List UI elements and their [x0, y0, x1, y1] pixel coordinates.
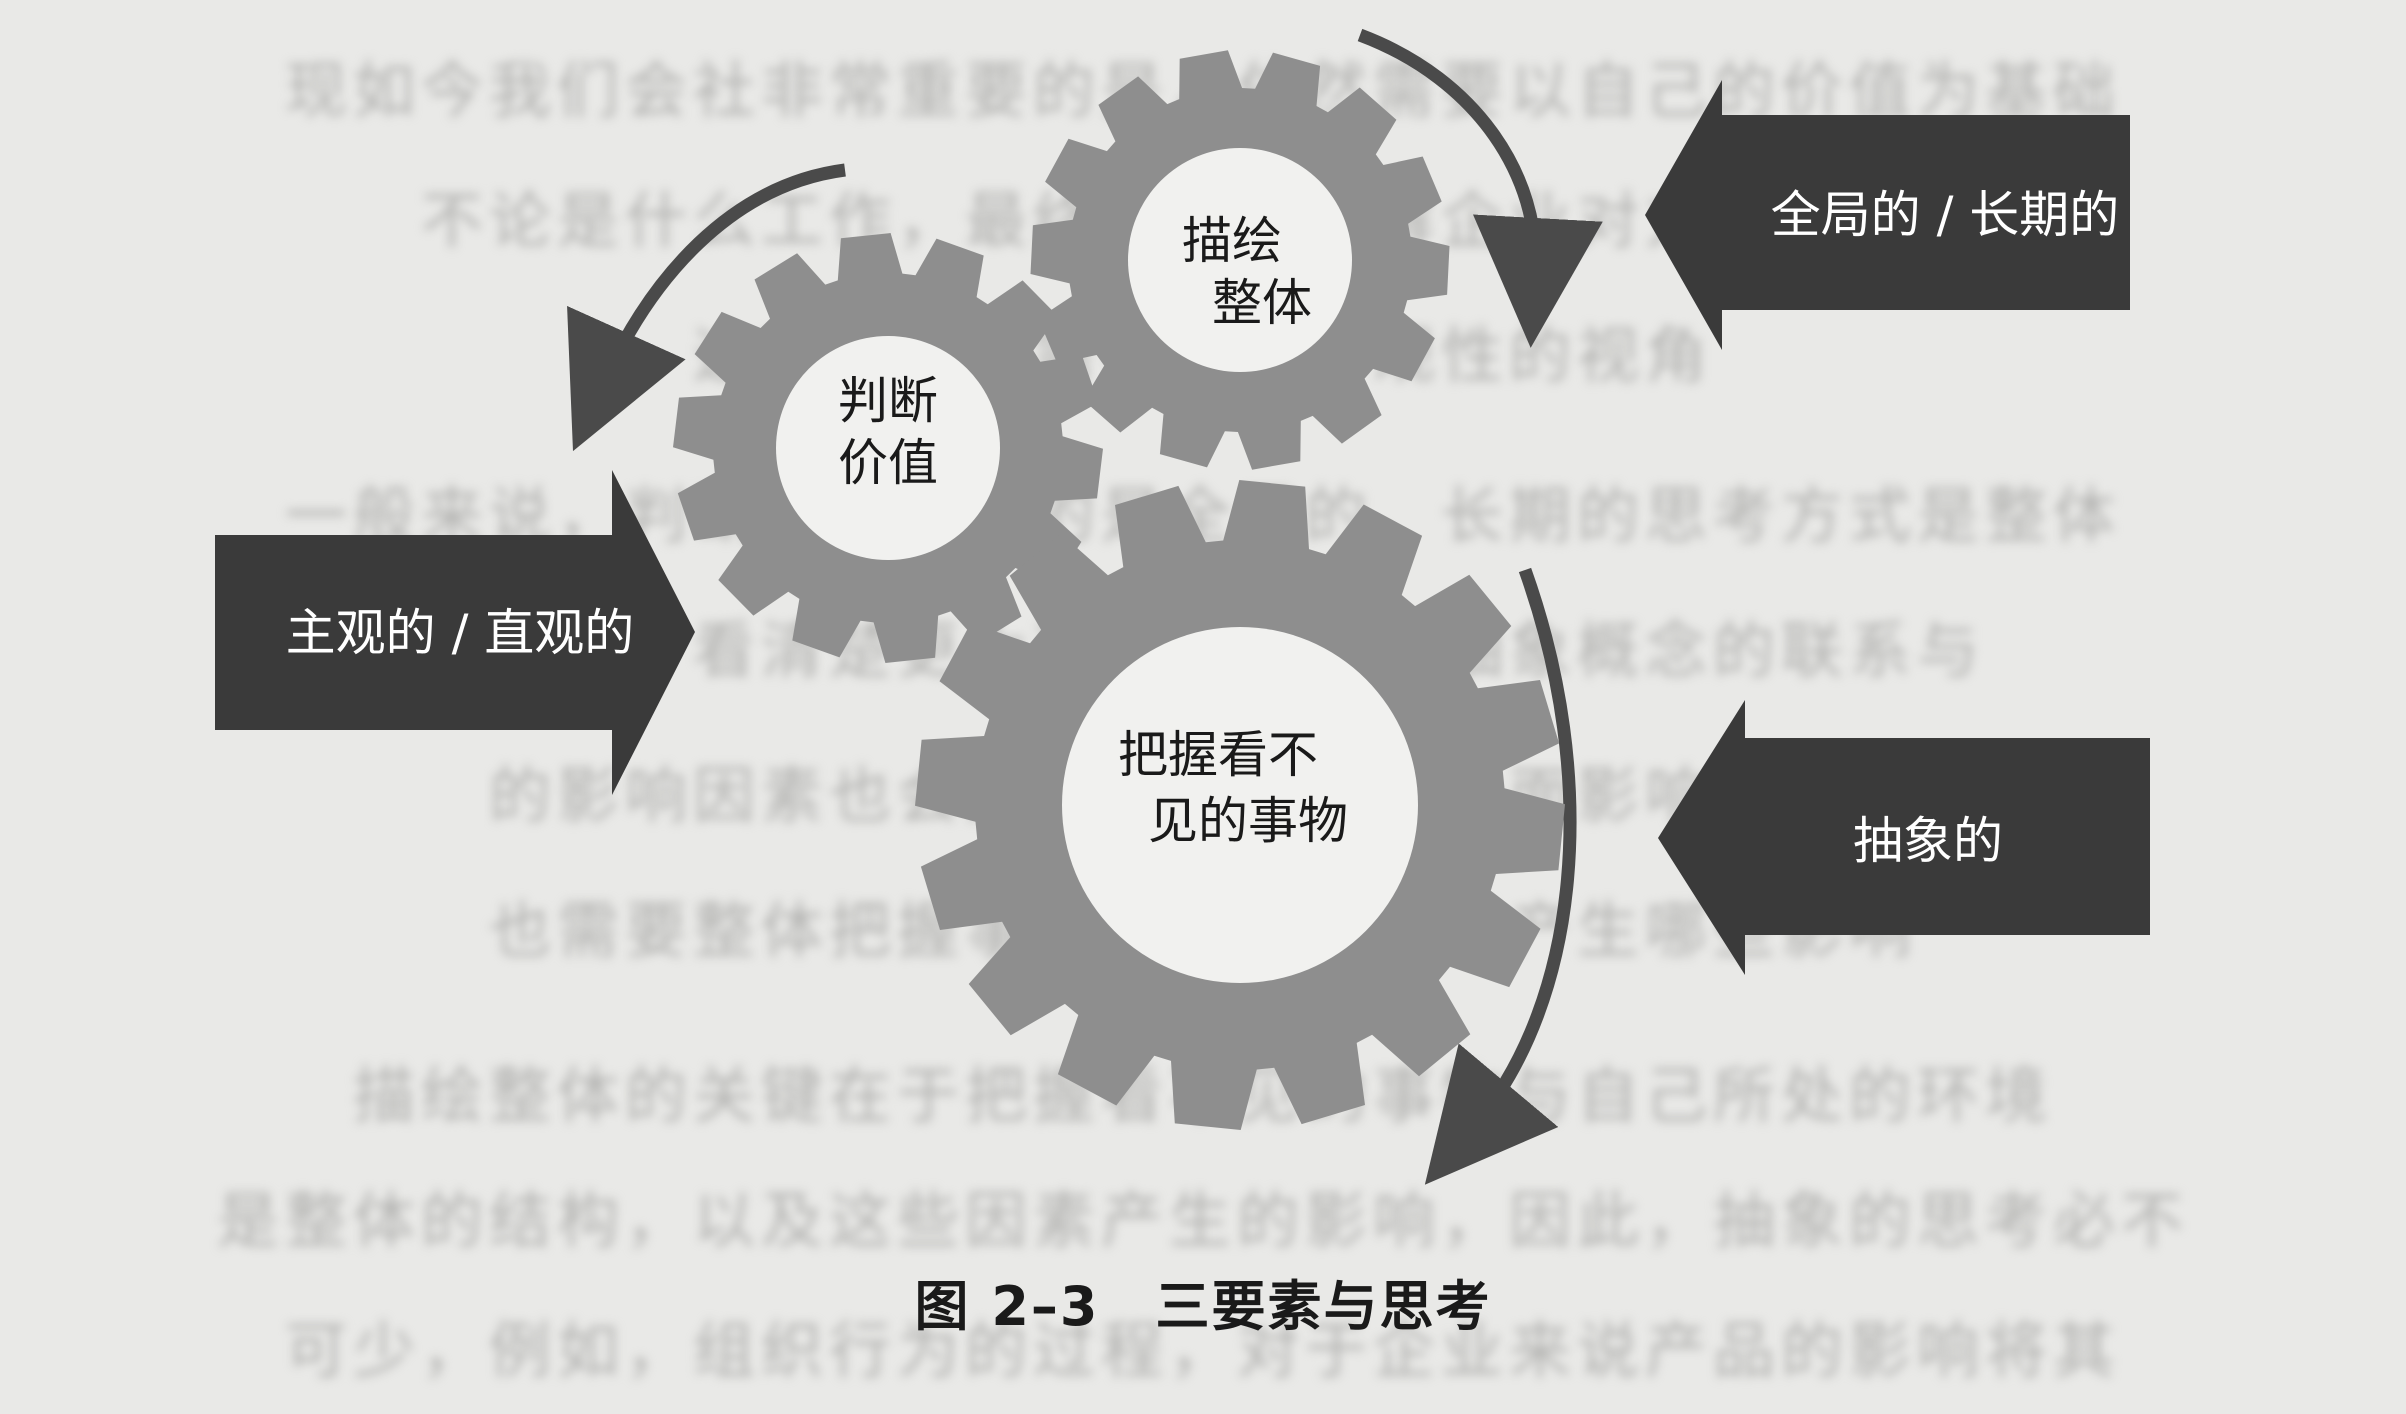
curve-arrow-top-left [567, 163, 846, 452]
background-text-line: 可少，例如，组织行为的过程，对于企业来说产品的影响将其 [284, 1314, 2121, 1387]
gear-judgment-value [673, 233, 1103, 663]
arrow-left-shape [215, 470, 695, 795]
gear-center [1062, 627, 1418, 983]
curve-arrow-bottom-right [1424, 567, 1577, 1185]
gear-right-label-1: 描绘 [1182, 212, 1282, 270]
gear-center [1128, 148, 1352, 372]
background-text-line: 是整体的结构，以及这些因素产生的影响，因此，抽象的思考必不 [216, 1184, 2189, 1257]
gear-right-label-2: 整体 [1212, 274, 1312, 332]
gear-left-label-2: 价值 [838, 434, 938, 492]
arrow-top-right-label: 全局的 / 长期的 [1771, 186, 2120, 244]
gear-bottom-label-1: 把握看不 [1118, 726, 1318, 784]
arrow-bottom-right-label: 抽象的 [1853, 812, 2003, 870]
gear-left-label-1: 判断 [838, 372, 938, 430]
arrow-top-right-shape [1645, 80, 2130, 350]
curve-arrow-top-right [1357, 28, 1603, 348]
arrow-left-label: 主观的 / 直观的 [286, 604, 635, 662]
arrow-bottom-right-shape [1658, 700, 2150, 975]
gear-bottom-label-2: 见的事物 [1148, 792, 1348, 850]
gear-depict-whole [1030, 50, 1450, 470]
gear-center [776, 336, 1000, 560]
figure-caption: 图 2–3 三要素与思考 [914, 1275, 1492, 1338]
gear-grasp-invisible [915, 480, 1565, 1130]
